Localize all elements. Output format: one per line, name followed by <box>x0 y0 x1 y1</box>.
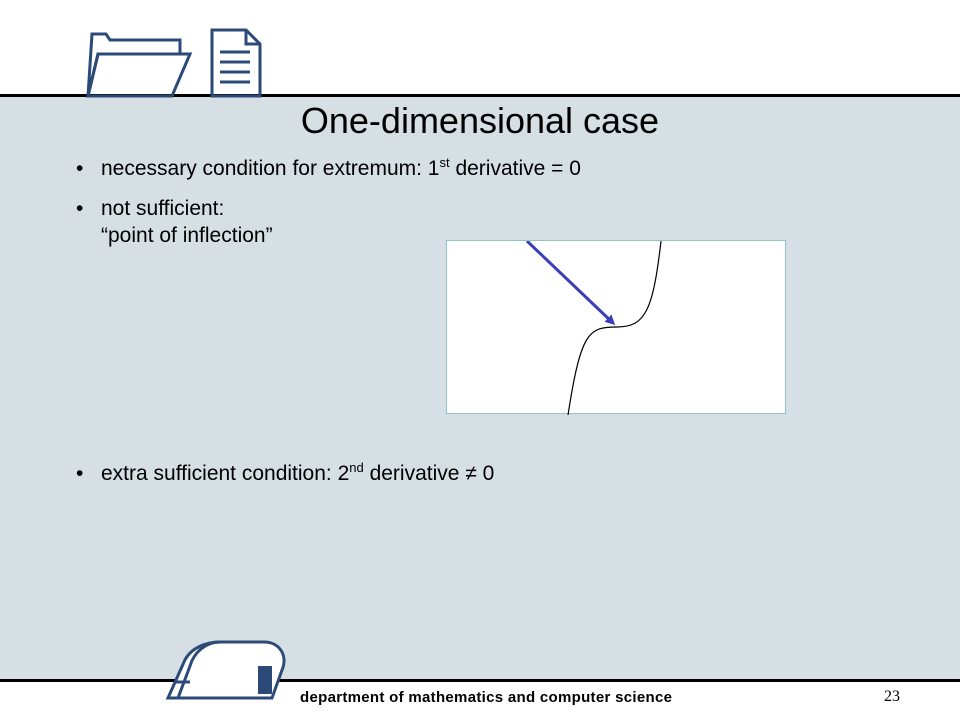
bullet-marker: • <box>76 462 84 485</box>
footer-department: department of mathematics and computer s… <box>300 689 673 706</box>
bullet-1-text: necessary condition for extremum: 1st de… <box>101 155 581 180</box>
inflection-point-figure <box>446 239 786 416</box>
bottom-logo <box>160 638 290 707</box>
folder-icon <box>86 32 193 98</box>
slide-title: One-dimensional case <box>300 100 660 141</box>
page-number: 23 <box>884 688 900 705</box>
bullet-2-line-1: not sufficient: <box>101 197 225 220</box>
bullet-marker: • <box>76 197 84 220</box>
top-rule <box>0 94 960 97</box>
mailbox-icon <box>165 640 286 700</box>
bottom-rule <box>0 679 960 682</box>
inflection-arrow <box>525 239 616 326</box>
document-icon <box>210 28 262 98</box>
bullet-2-line-2: “point of inflection” <box>101 224 273 247</box>
bullet-3-text: extra sufficient condition: 2nd derivati… <box>101 460 495 485</box>
cubic-curve <box>567 240 662 416</box>
top-logo <box>80 22 270 107</box>
bullet-marker: • <box>76 157 84 180</box>
